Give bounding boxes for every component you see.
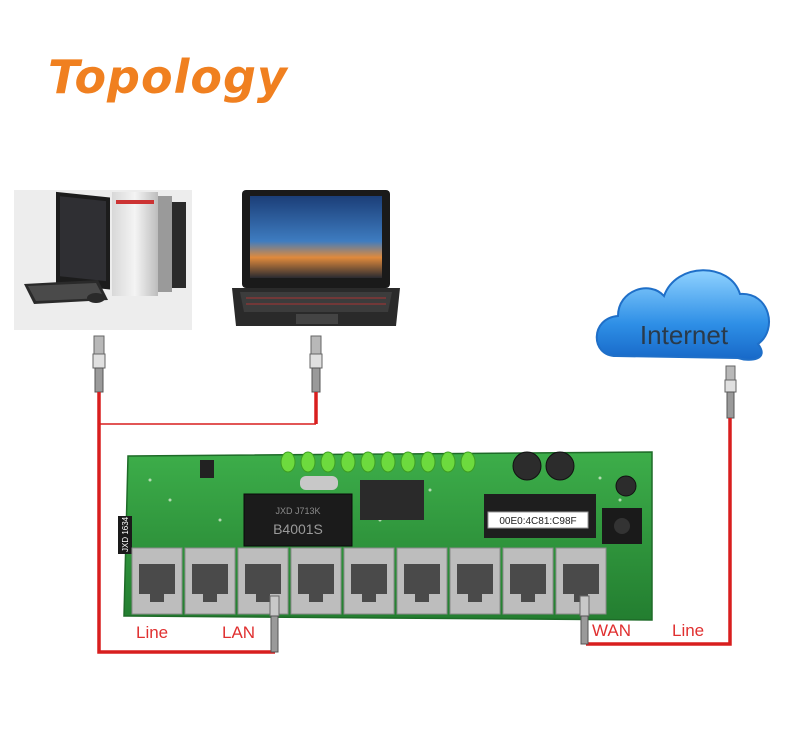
rj45-port (184, 547, 236, 615)
page-title: Topology (48, 50, 288, 104)
chip-subtext: JXD J713K (275, 506, 320, 516)
chip-text: B4001S (273, 521, 323, 537)
led-icon (340, 451, 356, 473)
left-line-label: Line (136, 623, 168, 642)
led-icon (300, 451, 316, 473)
cloud-connector-icon (724, 365, 737, 419)
rj45-port (396, 547, 448, 615)
wan-plug-icon (579, 595, 590, 645)
lan-plug-icon (269, 595, 280, 653)
network-switch-board: JXD 1634 JXD J713K B4001S 00E0:4C81:C98F (118, 451, 653, 621)
lan-label: LAN (222, 623, 255, 642)
led-icon (380, 451, 396, 473)
wan-cable (586, 418, 732, 646)
laptop-icon (232, 190, 400, 326)
rj45-port (237, 547, 289, 615)
led-icon (400, 451, 416, 473)
right-line-label: Line (672, 621, 704, 640)
board-side-text: JXD 1634 (121, 516, 130, 552)
rj45-port (502, 547, 554, 615)
rj45-port (290, 547, 342, 615)
desktop-computer-icon (14, 190, 192, 330)
led-icon (280, 451, 296, 473)
led-row (280, 451, 476, 473)
rj45-port (449, 547, 501, 615)
mac-label: 00E0:4C81:C98F (499, 516, 576, 527)
desktop-connector-icon (92, 335, 106, 393)
laptop-connector-icon (309, 335, 323, 393)
cloud-label: Internet (640, 320, 729, 350)
port-row (131, 547, 607, 615)
cloud-icon: Internet (595, 269, 770, 361)
rj45-port (343, 547, 395, 615)
led-icon (420, 451, 436, 473)
rj45-port (131, 547, 183, 615)
led-icon (360, 451, 376, 473)
wan-label: WAN (592, 621, 631, 640)
led-icon (440, 451, 456, 473)
led-icon (460, 451, 476, 473)
led-icon (320, 451, 336, 473)
mac-label-box (487, 511, 589, 529)
